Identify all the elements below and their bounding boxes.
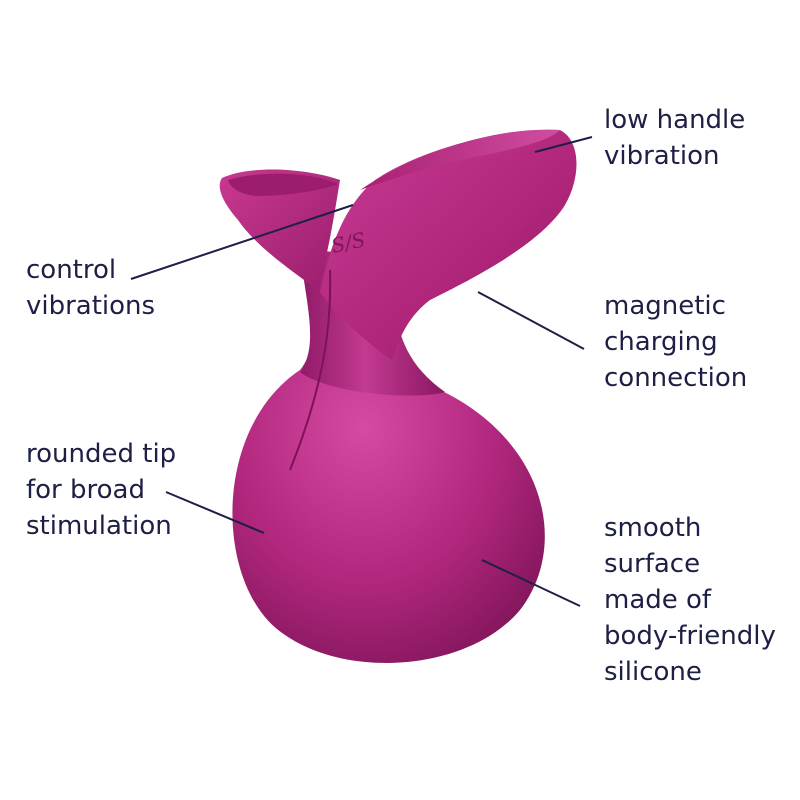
callout-line: connection [604, 363, 748, 393]
callout-line: vibrations [26, 291, 156, 321]
callout-line: stimulation [26, 511, 172, 541]
callout-line: rounded tip [26, 439, 177, 469]
callout-line: made of [604, 585, 712, 615]
product-right-wing [320, 129, 577, 360]
callout-line: magnetic [604, 291, 726, 321]
leader-magnetic [477, 291, 585, 350]
callout-line: smooth [604, 513, 702, 543]
product-right-wing-top [360, 129, 560, 190]
callout-rounded-tip: rounded tip for broad stimulation [26, 436, 176, 544]
leader-low-handle [534, 136, 593, 153]
product-left-wing-cup [228, 173, 338, 196]
callout-smooth-surface: smooth surface made of body-friendly sil… [604, 510, 776, 690]
callout-line: low handle [604, 105, 746, 135]
callout-line: charging [604, 327, 718, 357]
callout-magnetic-charging: magnetic charging connection [604, 288, 747, 396]
callout-line: for broad [26, 475, 145, 505]
callout-low-handle-vibration: low handle vibration [604, 102, 745, 174]
product-bulb [232, 300, 545, 663]
callout-line: control [26, 255, 117, 285]
leader-smooth [481, 559, 581, 607]
product-seam [289, 269, 332, 471]
leader-control [130, 204, 354, 280]
callout-line: body-friendly [604, 621, 776, 651]
callout-line: vibration [604, 141, 720, 171]
leader-rounded [165, 491, 265, 534]
callout-line: silicone [604, 657, 702, 687]
callout-control-vibrations: control vibrations [26, 252, 155, 324]
callout-line: surface [604, 549, 701, 579]
